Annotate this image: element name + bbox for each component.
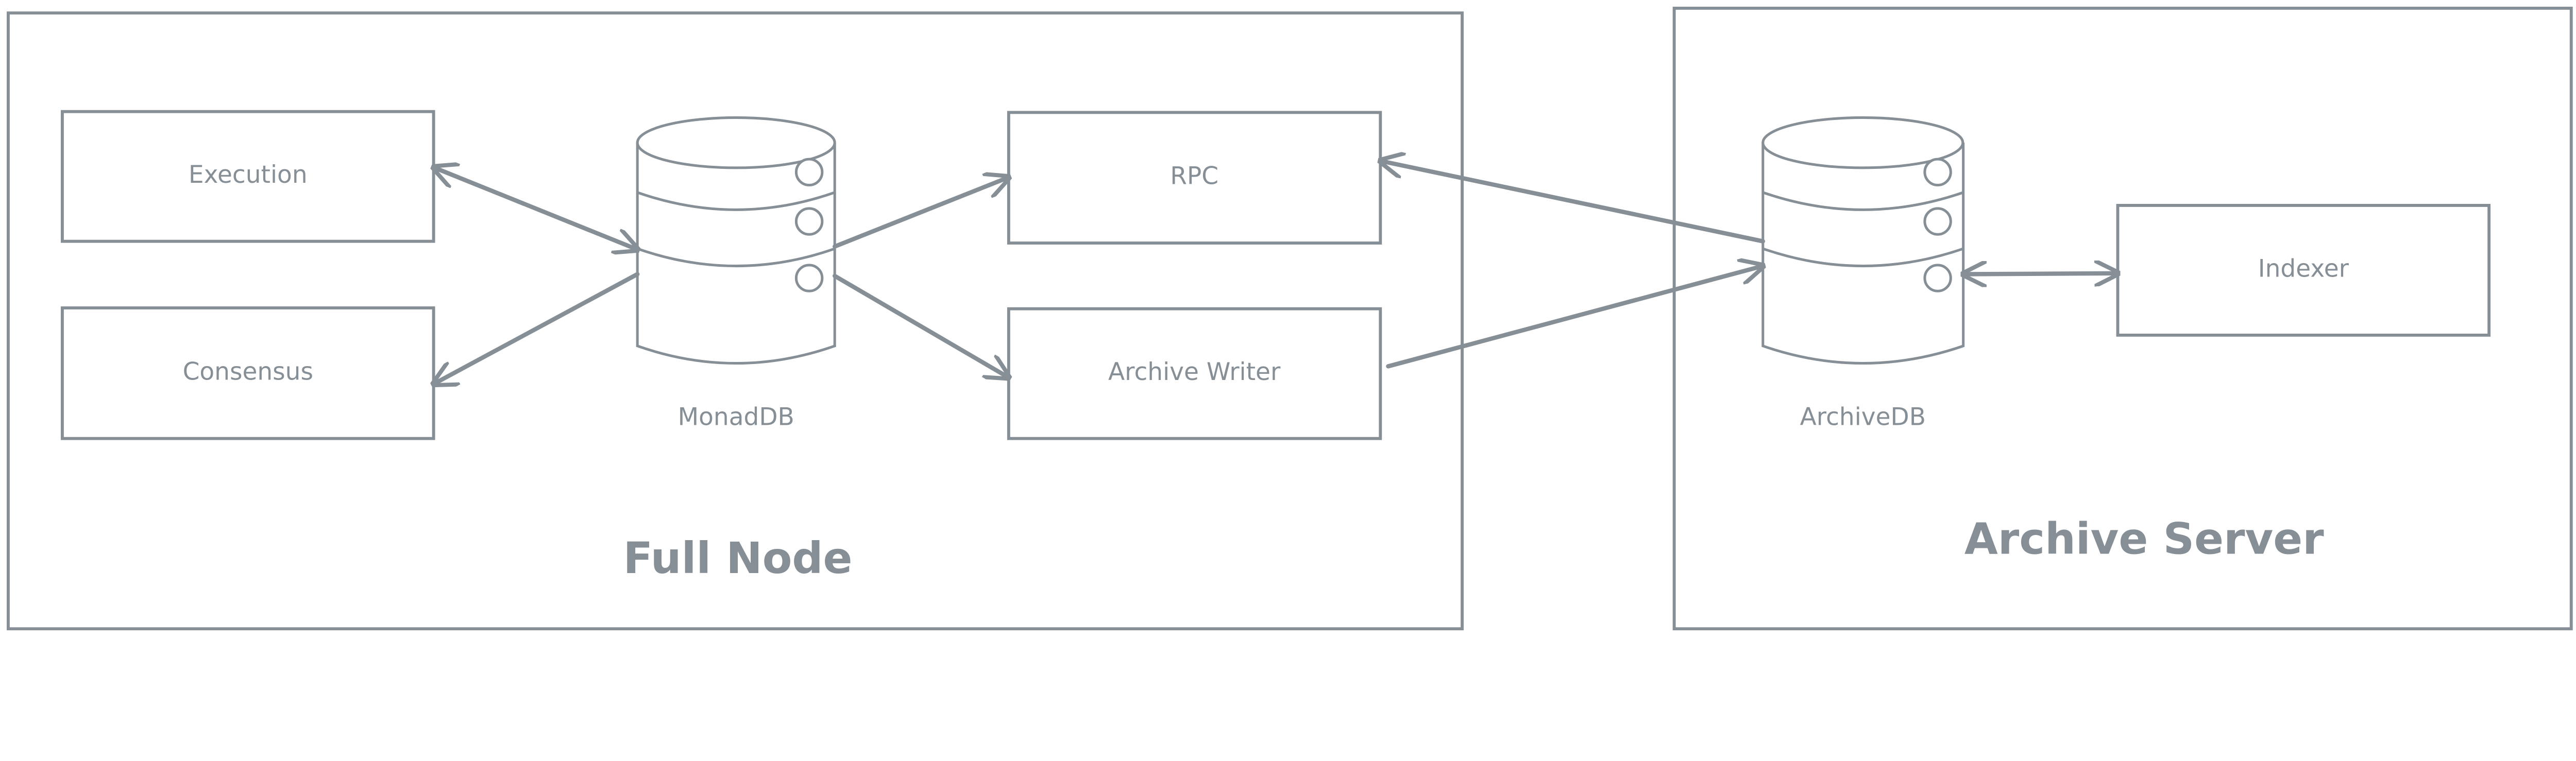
arrow-archivedb-indexer bbox=[1963, 273, 2118, 274]
monaddb-database-icon: MonadDB bbox=[636, 116, 836, 431]
indexer-label: Indexer bbox=[2258, 254, 2349, 283]
arrow-execution-monaddb bbox=[434, 167, 638, 250]
rpc-node: RPC bbox=[1007, 111, 1382, 245]
rpc-label: RPC bbox=[1170, 162, 1218, 191]
arrow-archivedb-rpc bbox=[1380, 161, 1766, 244]
monaddb-label: MonadDB bbox=[678, 403, 794, 431]
full-node-title: Full Node bbox=[623, 533, 853, 583]
arrow-monaddb-rpc bbox=[832, 177, 1009, 249]
archive-server-title: Archive Server bbox=[1964, 513, 2324, 564]
consensus-node: Consensus bbox=[61, 306, 435, 440]
archive-writer-label: Archive Writer bbox=[1108, 358, 1281, 386]
archive-server-group bbox=[1672, 7, 2573, 631]
execution-node: Execution bbox=[61, 110, 435, 243]
architecture-diagram: Execution Consensus RPC Archive Writer I… bbox=[7, 7, 2573, 631]
arrow-monaddb-archive-writer bbox=[832, 273, 1009, 377]
arrow-monaddb-consensus bbox=[434, 272, 640, 384]
archive-writer-node: Archive Writer bbox=[1007, 307, 1382, 440]
full-node-group bbox=[7, 11, 1464, 631]
archivedb-label: ArchiveDB bbox=[1800, 403, 1926, 431]
archivedb-database-icon: ArchiveDB bbox=[1761, 116, 1965, 431]
consensus-label: Consensus bbox=[183, 357, 313, 386]
arrow-archive-writer-archivedb bbox=[1386, 266, 1762, 369]
execution-label: Execution bbox=[189, 161, 308, 189]
indexer-node: Indexer bbox=[2116, 204, 2491, 337]
